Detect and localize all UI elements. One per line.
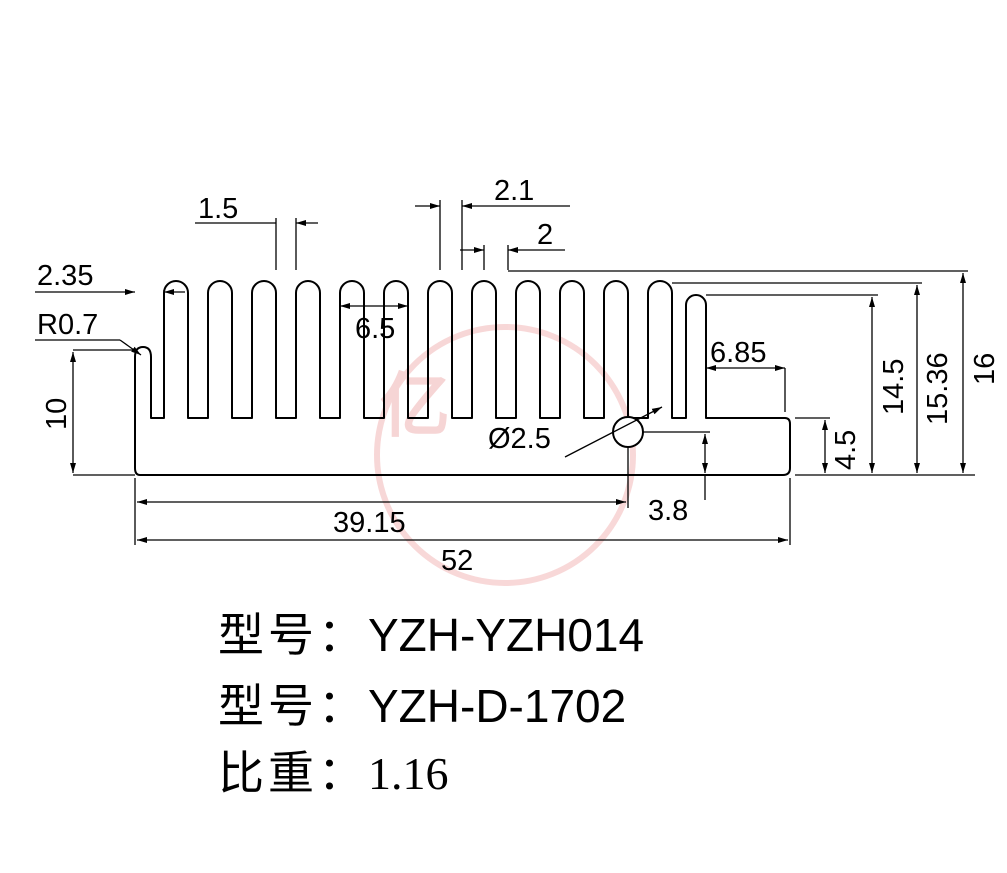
hole-circle [612, 416, 644, 448]
dim-total-width: 52 [441, 545, 473, 577]
heatsink-profile [134, 280, 791, 476]
weight-label: 比重： [218, 746, 368, 800]
dim-fin-width: 1.5 [198, 193, 238, 225]
dim-channel-width: 6.5 [355, 313, 395, 345]
model-line-1: 型号：YZH-YZH014 [218, 612, 644, 659]
dim-fin-height-2: 15.36 [922, 352, 954, 425]
dim-hole-diameter: Ø2.5 [488, 423, 551, 455]
model-value-1: YZH-YZH014 [368, 609, 645, 661]
dim-fin-pitch: 2.1 [494, 175, 534, 207]
model-line-2: 型号：YZH-D-1702 [218, 683, 626, 730]
dimension-lines [35, 200, 975, 545]
weight-value: 1.16 [368, 748, 449, 799]
dim-right-step: 6.85 [710, 337, 766, 369]
dim-corner-radius: R0.7 [37, 309, 98, 341]
model-label-2: 型号： [218, 679, 368, 733]
dim-gap: 2 [537, 219, 553, 251]
dim-total-height: 16 [969, 353, 1001, 385]
dim-fin-height-1: 14.5 [878, 359, 910, 415]
weight-line: 比重：1.16 [218, 750, 449, 797]
dim-hole-offset-y: 3.8 [648, 495, 688, 527]
dimension-labels: 1.5 2.1 2 2.35 R0.7 10 6.5 6.85 Ø2.5 4.5… [37, 175, 1001, 577]
dim-hole-position-x: 39.15 [333, 507, 406, 539]
model-label-1: 型号： [218, 608, 368, 662]
model-value-2: YZH-D-1702 [368, 680, 627, 732]
watermark-text: 亿 [380, 365, 450, 447]
watermark-logo: 亿 [374, 324, 636, 586]
dim-edge-offset: 2.35 [37, 260, 93, 292]
dim-base-thickness: 4.5 [830, 430, 862, 470]
dim-left-height: 10 [41, 398, 73, 430]
